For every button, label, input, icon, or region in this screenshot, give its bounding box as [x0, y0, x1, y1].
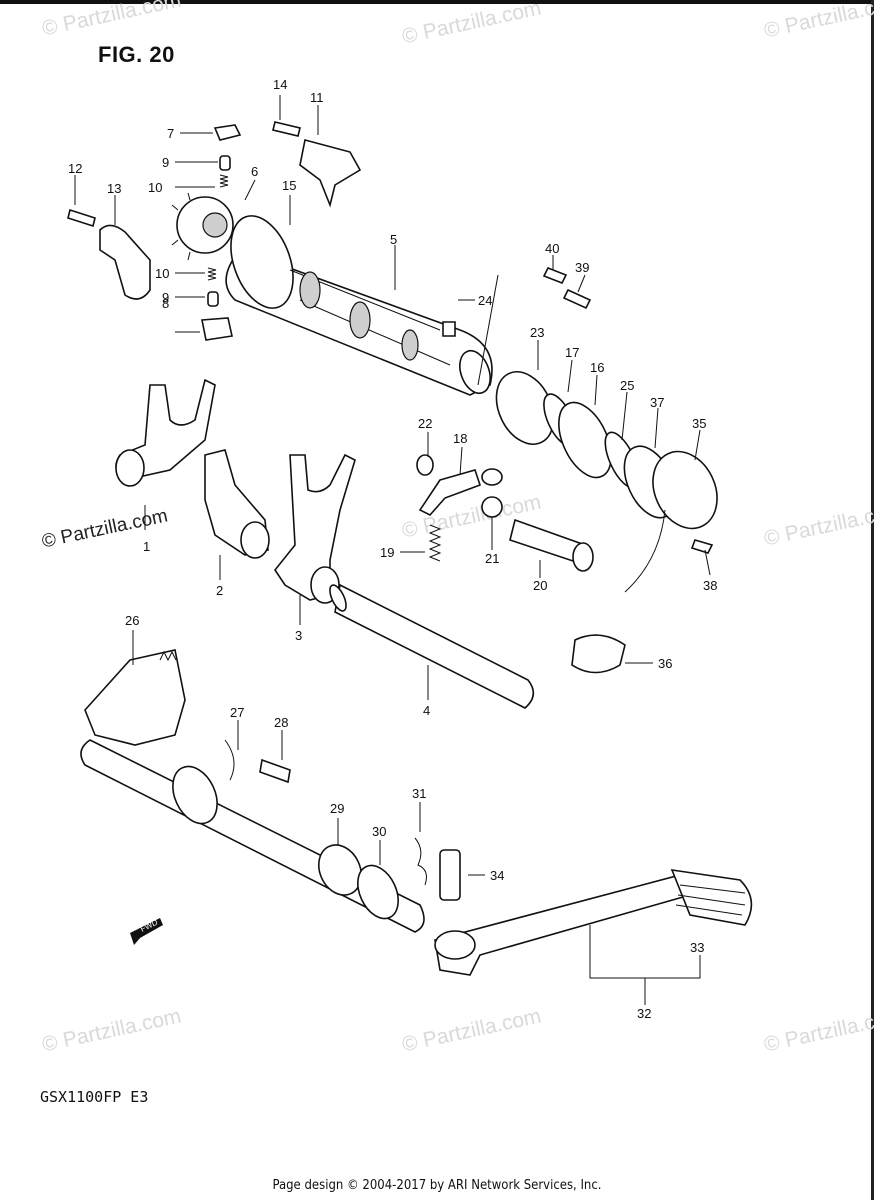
leader-lines: [74, 95, 711, 1005]
callout-38: 38: [703, 578, 717, 593]
gearshift-shaft: [80, 649, 461, 933]
pin: [219, 155, 231, 171]
callout-29: 29: [330, 801, 344, 816]
callout-15: 15: [282, 178, 296, 193]
shift-fork-3: [274, 453, 356, 604]
gear-shift-cam: [171, 192, 234, 261]
callout-34: 34: [490, 868, 504, 883]
shift-drum: [225, 215, 493, 396]
callout-9: 9: [162, 155, 169, 170]
callout-17: 17: [565, 345, 579, 360]
pin: [442, 321, 456, 337]
callout-40: 40: [545, 241, 559, 256]
callout-6: 6: [251, 164, 258, 179]
callout-36: 36: [658, 656, 672, 671]
callout-30: 30: [372, 824, 386, 839]
callout-26: 26: [125, 613, 139, 628]
callout-16: 16: [590, 360, 604, 375]
pin: [562, 288, 592, 310]
fork-shaft: [329, 583, 535, 709]
callout-22: 22: [418, 416, 432, 431]
callout-28: 28: [274, 715, 288, 730]
callout-21: 21: [485, 551, 499, 566]
forward-direction-arrow: FWD: [130, 918, 163, 945]
figure-title: FIG. 20: [98, 42, 175, 67]
callout-12: 12: [68, 161, 82, 176]
callout-14: 14: [273, 77, 287, 92]
callout-39: 39: [575, 260, 589, 275]
pawl: [213, 124, 242, 141]
shift-fork-2: [204, 449, 270, 559]
shift-fork-1: [115, 378, 216, 487]
callout-13: 13: [107, 181, 121, 196]
callout-19: 19: [380, 545, 394, 560]
callout-25: 25: [620, 378, 634, 393]
callout-8: 8: [162, 296, 169, 311]
screw: [272, 121, 301, 137]
callout-11: 11: [310, 90, 324, 105]
callout-31: 31: [412, 786, 426, 801]
callout-labels: 1 2 3 4 5 6 7 8 9 9 10 10 11 12 13 14 15…: [68, 77, 717, 1021]
spring: [542, 266, 568, 285]
top-border: [0, 0, 874, 4]
callout-4: 4: [423, 703, 430, 718]
callout-3: 3: [295, 628, 302, 643]
model-code: GSX1100FP E3: [40, 1088, 149, 1106]
gearshift-lever: [434, 869, 753, 976]
spring: [219, 174, 229, 188]
callout-18: 18: [453, 431, 467, 446]
drum-bearing-assembly: [495, 371, 718, 593]
callout-24: 24: [478, 293, 492, 308]
callout-10: 10: [148, 180, 162, 195]
callout-37: 37: [650, 395, 664, 410]
callout-20: 20: [533, 578, 547, 593]
right-border: [871, 0, 874, 1200]
callout-23: 23: [530, 325, 544, 340]
callout-9: 9: [162, 290, 169, 305]
callout-2: 2: [216, 583, 223, 598]
callout-35: 35: [692, 416, 706, 431]
callout-32: 32: [637, 1006, 651, 1021]
cam-stopper-plate: [99, 224, 151, 300]
neutral-switch-parts: [416, 454, 714, 674]
pin: [207, 291, 219, 307]
pawl-lifter: [201, 317, 233, 341]
screw: [67, 208, 96, 228]
callout-1: 1: [143, 539, 150, 554]
callout-10: 10: [155, 266, 169, 281]
callout-5: 5: [390, 232, 397, 247]
cam-guide-plate: [299, 139, 362, 208]
callout-27: 27: [230, 705, 244, 720]
spring: [207, 267, 217, 281]
page-footer: Page design © 2004-2017 by ARI Network S…: [272, 1178, 602, 1193]
callout-7: 7: [167, 126, 174, 141]
callout-33: 33: [690, 940, 704, 955]
